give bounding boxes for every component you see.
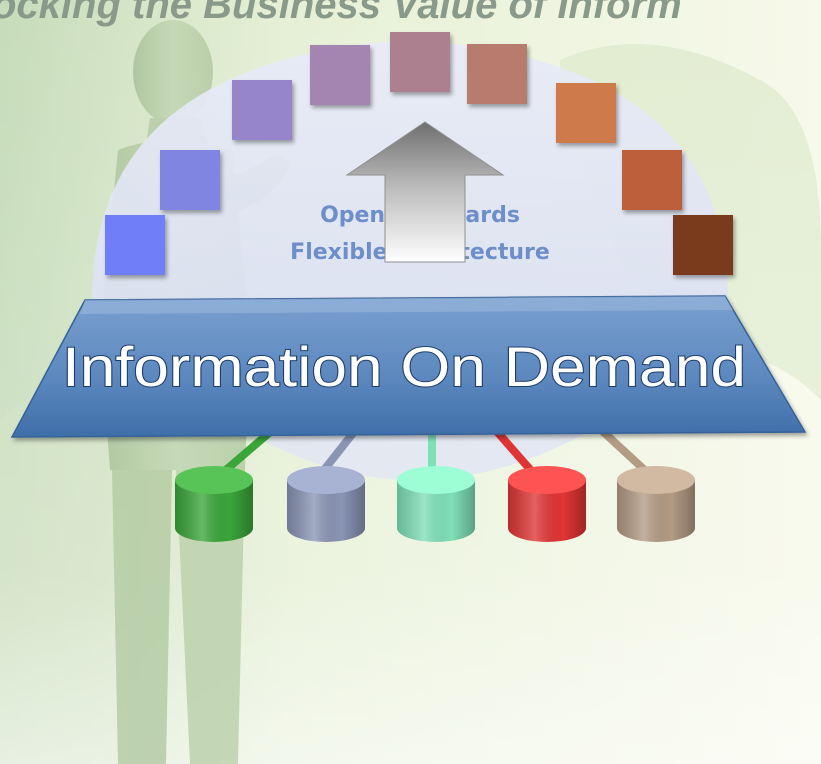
database-cylinder-icon-2 bbox=[287, 466, 365, 542]
service-block-7 bbox=[556, 83, 616, 143]
service-block-8 bbox=[622, 150, 682, 210]
database-cylinder-icon-3 bbox=[397, 466, 475, 542]
up-arrow-icon bbox=[345, 121, 505, 263]
banner-label: Information On Demand bbox=[62, 335, 746, 398]
information-on-demand-banner bbox=[10, 295, 807, 438]
slide-title: ocking the Business Value of Inform bbox=[0, 0, 682, 27]
service-blocks bbox=[105, 32, 733, 275]
database-cylinder-icon-4 bbox=[508, 466, 586, 542]
service-block-3 bbox=[232, 80, 292, 140]
data-stores bbox=[175, 466, 695, 542]
service-block-9 bbox=[673, 215, 733, 275]
service-block-6 bbox=[467, 44, 527, 104]
service-block-4 bbox=[310, 45, 370, 105]
service-block-2 bbox=[160, 150, 220, 210]
database-cylinder-icon-1 bbox=[175, 466, 253, 542]
service-block-1 bbox=[105, 215, 165, 275]
service-block-5 bbox=[390, 32, 450, 92]
database-cylinder-icon-5 bbox=[617, 466, 695, 542]
